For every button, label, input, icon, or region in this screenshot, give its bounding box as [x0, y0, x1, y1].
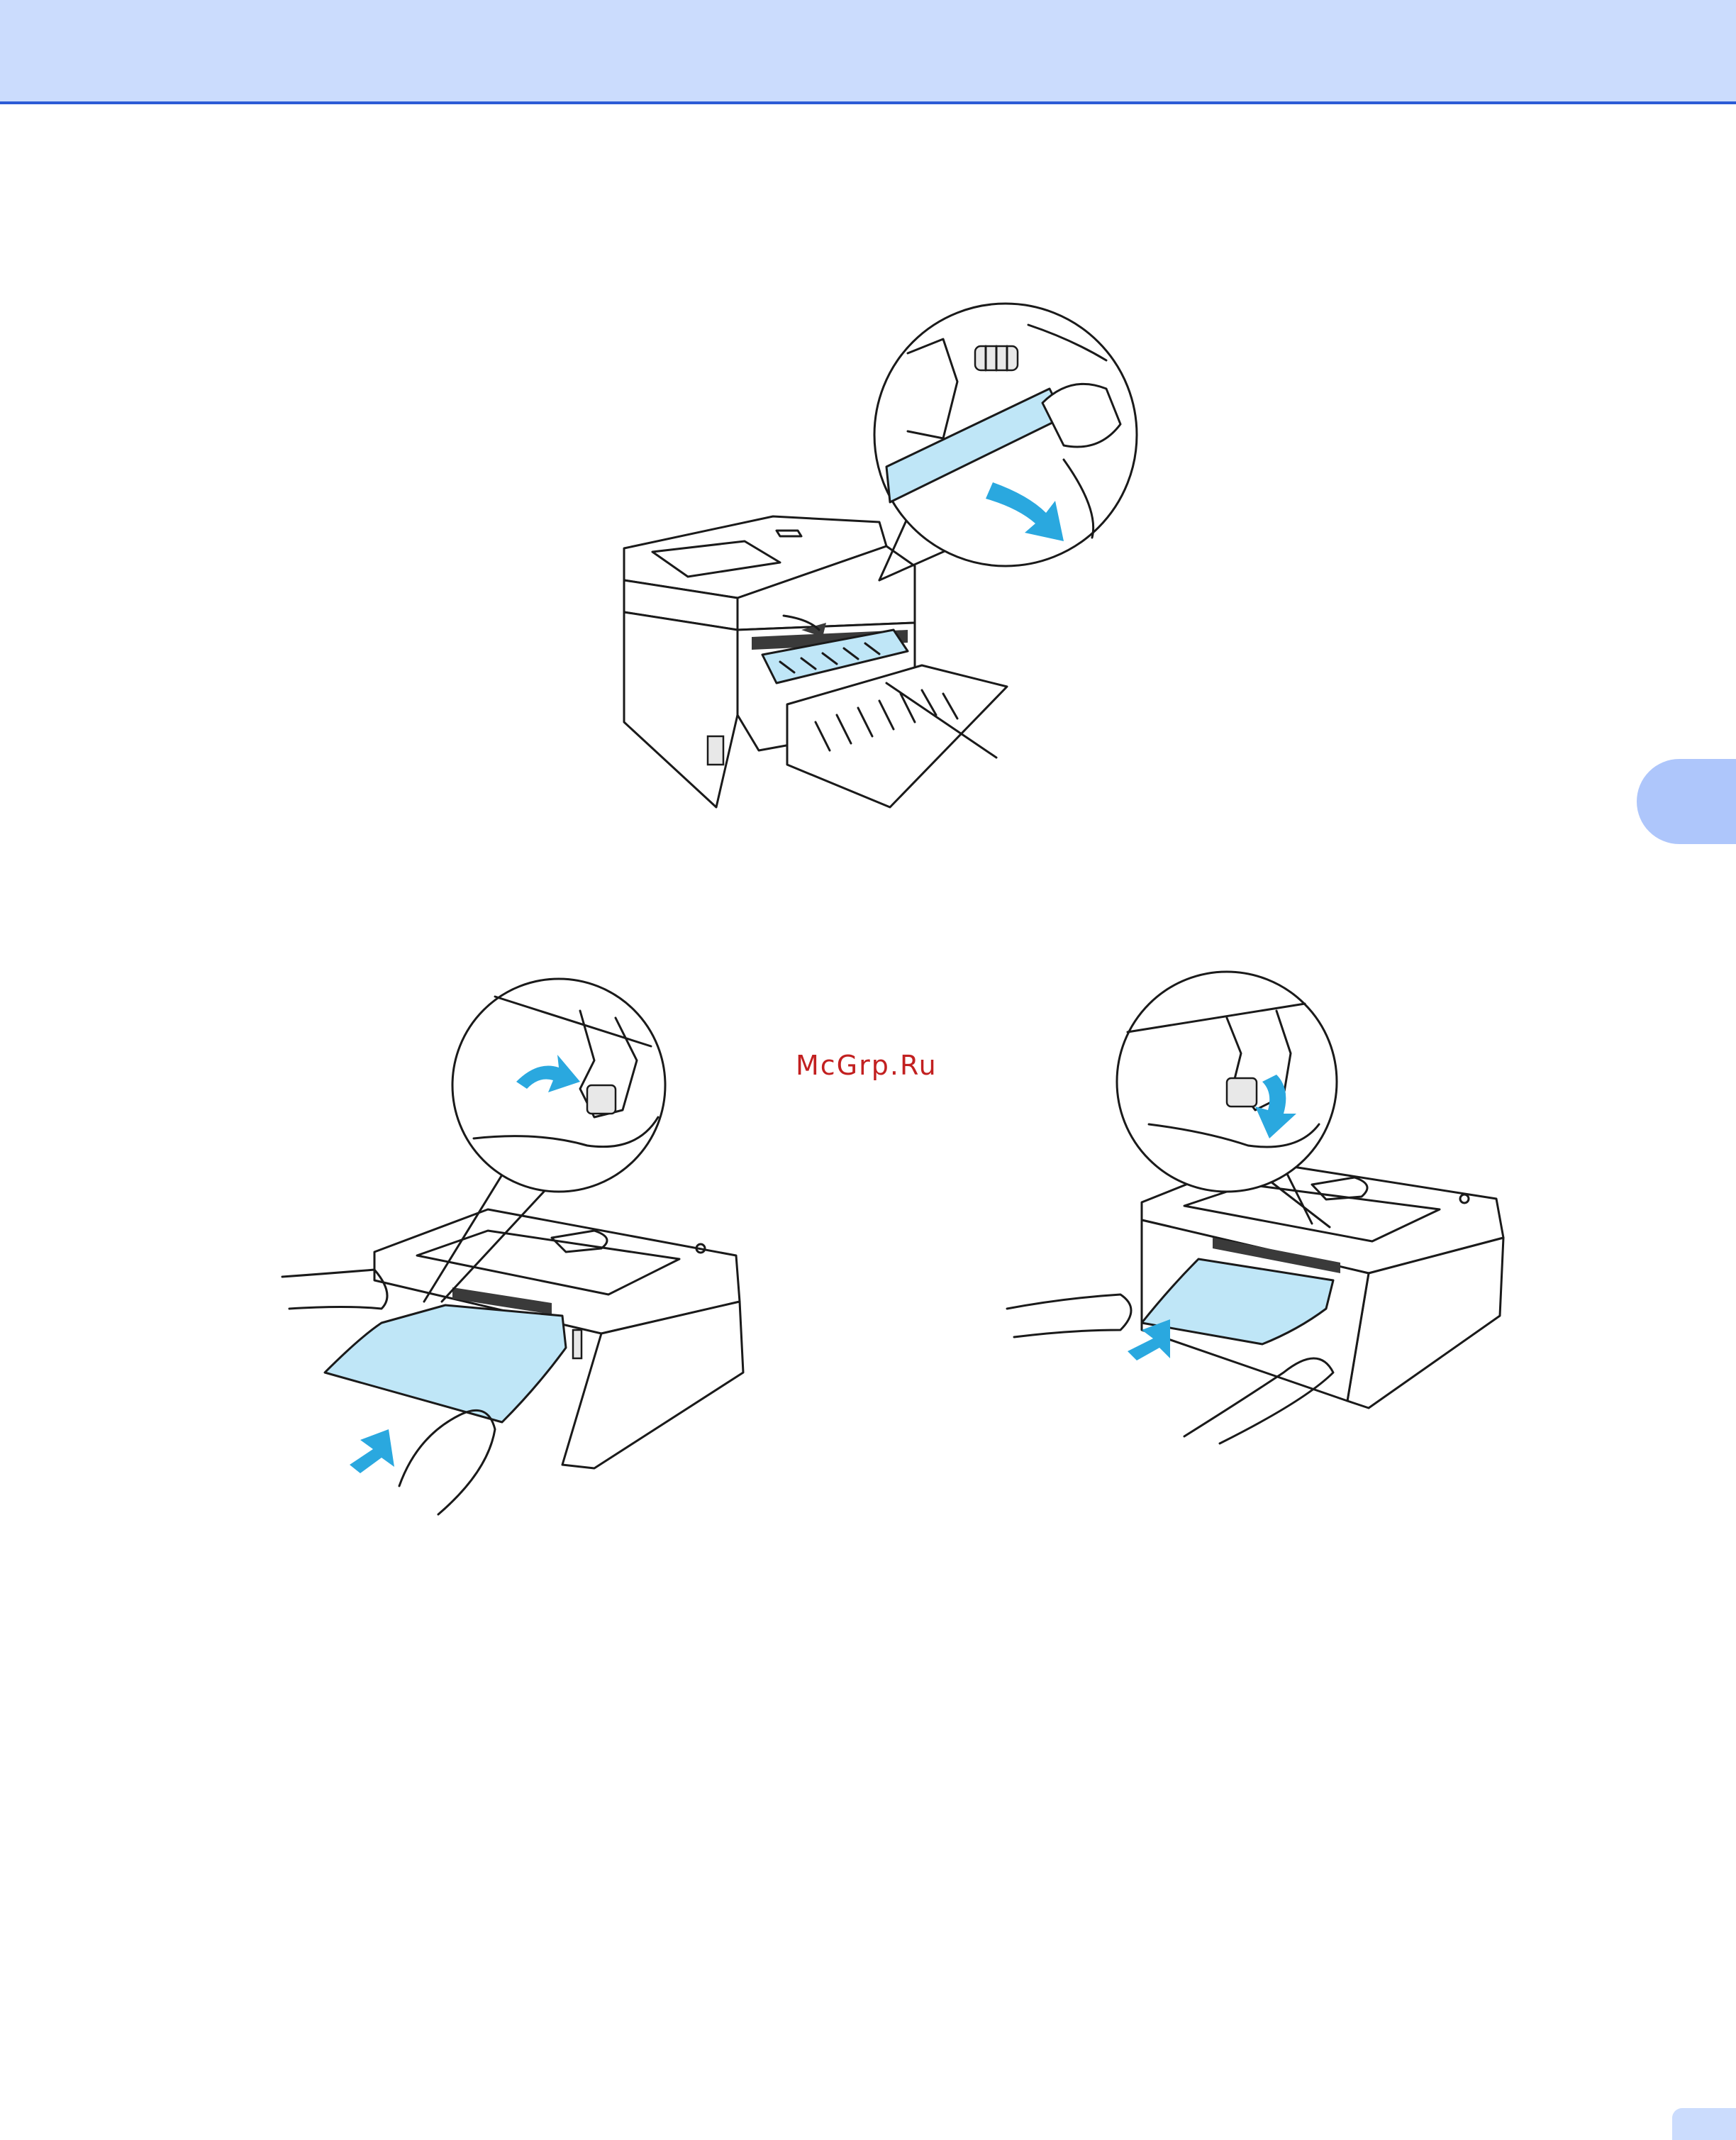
pull-paper-right-illustration — [1000, 975, 1510, 1443]
page-header-rule — [0, 101, 1736, 104]
pull-paper-left-illustration — [282, 975, 764, 1514]
watermark-text: McGrp.Ru — [796, 1050, 937, 1081]
pull-arrow-icon — [350, 1429, 394, 1473]
page-header-band — [0, 0, 1736, 101]
paper-sheet-icon — [325, 1305, 566, 1422]
chapter-tab — [1637, 759, 1736, 844]
printer-icon — [624, 516, 1007, 807]
fuser-cover-illustration — [610, 296, 1163, 821]
page-number-tab — [1672, 2108, 1736, 2140]
magnifier-callout-icon — [874, 304, 1137, 580]
